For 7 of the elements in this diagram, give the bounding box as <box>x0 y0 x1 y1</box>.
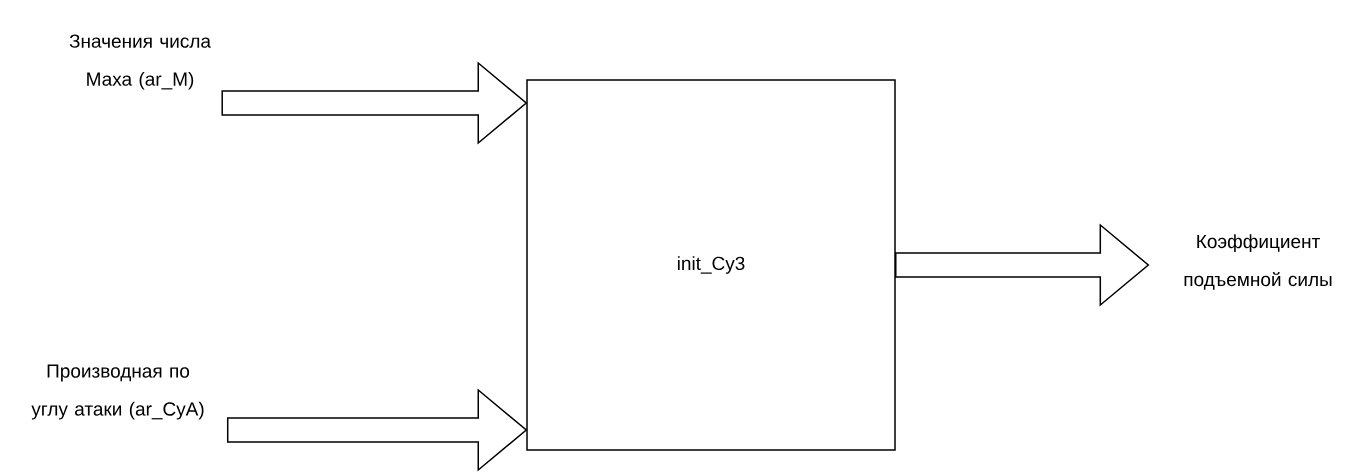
block-arrow <box>221 61 528 145</box>
block-arrow <box>226 388 528 472</box>
input-label: Производная по углу атаки (ar_CyA) <box>31 364 204 420</box>
input-label: Значения числа Маха (ar_M) <box>69 34 211 90</box>
block-arrow <box>895 223 1150 307</box>
output-label: Коэффициент подъемной силы <box>1184 234 1332 290</box>
function-block: init_Cy3 <box>526 79 896 451</box>
